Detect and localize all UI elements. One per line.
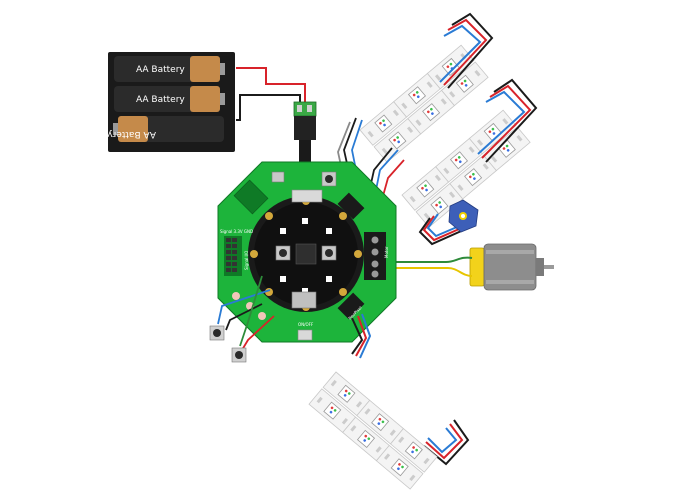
color-sensor — [448, 199, 479, 233]
battery-cell-label: AA Battery — [136, 95, 185, 105]
led-strip-middle-wires — [418, 78, 538, 246]
motor-wires — [386, 256, 473, 277]
led-strip-upper-wires — [439, 12, 494, 89]
battery-cell-label: AA Battery — [107, 129, 156, 139]
signal-io-label: Signal I/O — [244, 251, 249, 270]
led-strip-lower-wires — [351, 313, 470, 466]
signal-header-label: Signal 3.3V GND — [220, 229, 253, 234]
motor-label: Motor — [384, 246, 389, 258]
battery-pack: AA Battery AA Battery AA Battery — [107, 52, 235, 152]
board-buttons — [275, 245, 337, 261]
screw-terminals — [337, 192, 386, 320]
battery-cell: AA Battery — [107, 116, 224, 142]
on-off-label: ON/OFF — [298, 322, 314, 327]
controller-board: Signal 3.3V GND Signal I/O Motor NeoPixe… — [217, 161, 397, 343]
push-buttons — [209, 275, 275, 363]
battery-wires — [236, 67, 306, 121]
led-strip-lower — [308, 371, 438, 490]
signal-header: Signal 3.3V GND Signal I/O — [220, 229, 253, 276]
battery-cell-label: AA Battery — [136, 65, 185, 75]
dc-motor — [469, 243, 554, 291]
battery-cell: AA Battery — [114, 56, 225, 82]
battery-cell: AA Battery — [114, 86, 225, 112]
